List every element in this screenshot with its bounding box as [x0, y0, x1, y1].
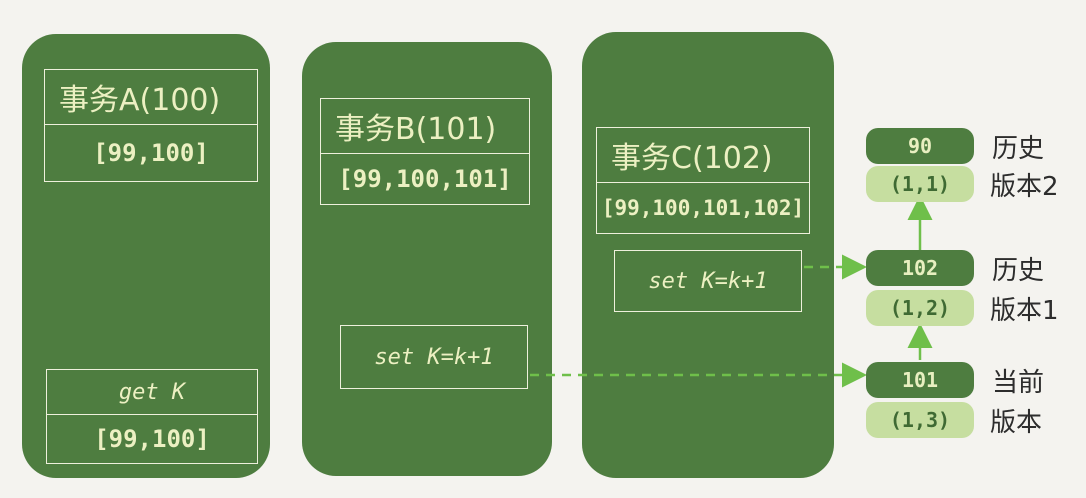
version-101-label-2: 版本: [990, 408, 1043, 438]
transaction-b-title: 事务B(101): [320, 98, 530, 154]
version-102-range: (1,2): [866, 290, 974, 326]
transaction-b-set-op: set K=k+1: [340, 325, 528, 389]
version-102-value: 102: [866, 250, 974, 286]
version-90-range: (1,1): [866, 166, 974, 202]
version-90-label-2: 版本2: [990, 172, 1059, 202]
version-90-label-1: 历史: [992, 134, 1045, 164]
version-101-label-1: 当前: [992, 368, 1045, 398]
version-90-value: 90: [866, 128, 974, 164]
version-101-range: (1,3): [866, 402, 974, 438]
transaction-b-column: [302, 42, 552, 476]
transaction-c-set-op: set K=k+1: [614, 250, 802, 312]
transaction-b-ids: [99,100,101]: [320, 153, 530, 205]
transaction-a-column: [22, 34, 270, 478]
version-102-label-2: 版本1: [990, 296, 1059, 326]
transaction-c-column: [582, 32, 834, 478]
version-102-label-1: 历史: [992, 256, 1045, 286]
transaction-a-ids: [99,100]: [44, 124, 258, 182]
version-101-value: 101: [866, 362, 974, 398]
transaction-a-title: 事务A(100): [44, 69, 258, 125]
transaction-c-ids: [99,100,101,102]: [596, 182, 810, 234]
transaction-a-get-result: [99,100]: [46, 414, 258, 464]
